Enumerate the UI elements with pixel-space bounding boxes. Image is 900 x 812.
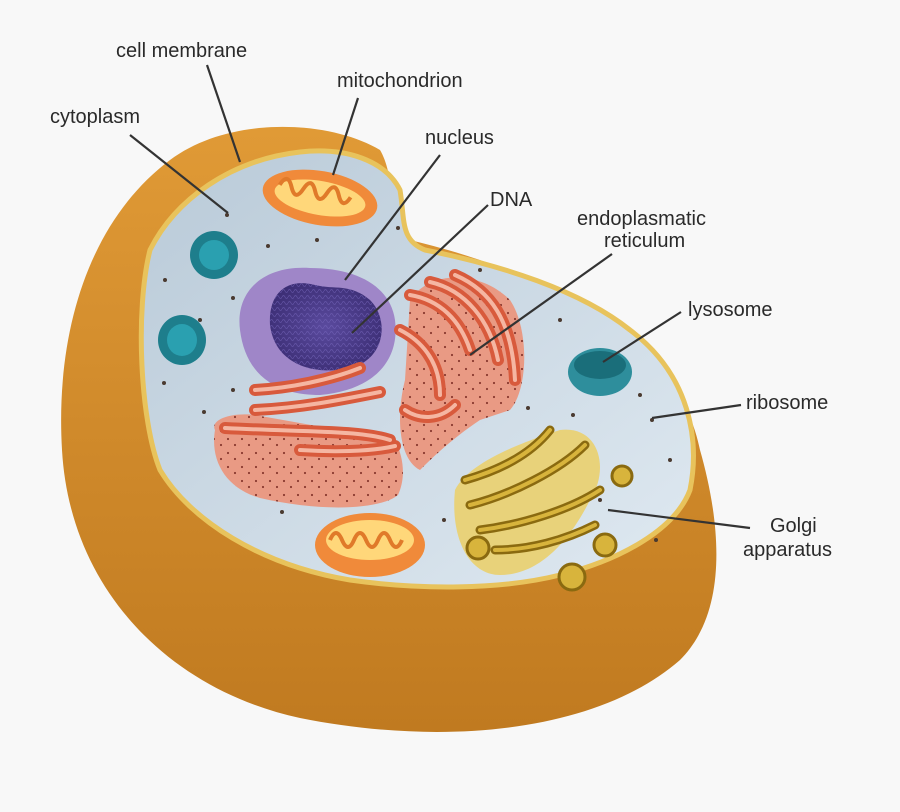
- mitochondrion-top: [262, 169, 378, 227]
- label-golgi-line2: apparatus: [743, 539, 832, 561]
- endoplasmic-reticulum: [214, 269, 525, 508]
- leader-ribosome: [651, 403, 742, 420]
- leader-golgi: [607, 508, 751, 530]
- label-er-line1: endoplasmatic: [577, 208, 706, 230]
- leader-cytoplasm: [129, 134, 229, 214]
- label-dna: DNA: [490, 189, 533, 211]
- label-nucleus: nucleus: [425, 127, 494, 149]
- leader-dna: [351, 204, 489, 334]
- label-cytoplasm: cytoplasm: [50, 106, 140, 128]
- leader-mitochondrion: [331, 97, 360, 176]
- leader-nucleus: [344, 154, 441, 281]
- leader-er: [469, 253, 613, 356]
- label-mitochondrion: mitochondrion: [337, 70, 463, 92]
- leader-lines: [129, 64, 751, 530]
- label-ribosome: ribosome: [746, 392, 828, 414]
- label-lysosome: lysosome: [688, 299, 772, 321]
- leader-lysosome: [602, 311, 682, 363]
- lysosome: [568, 348, 632, 396]
- golgi-apparatus: [454, 425, 634, 592]
- mitochondrion-bottom: [315, 513, 425, 577]
- label-golgi-line1: Golgi: [770, 515, 817, 537]
- label-cell-membrane: cell membrane: [116, 40, 247, 62]
- label-er-line2: reticulum: [604, 230, 685, 252]
- vesicles: [158, 231, 238, 365]
- leader-cell-membrane: [205, 64, 242, 163]
